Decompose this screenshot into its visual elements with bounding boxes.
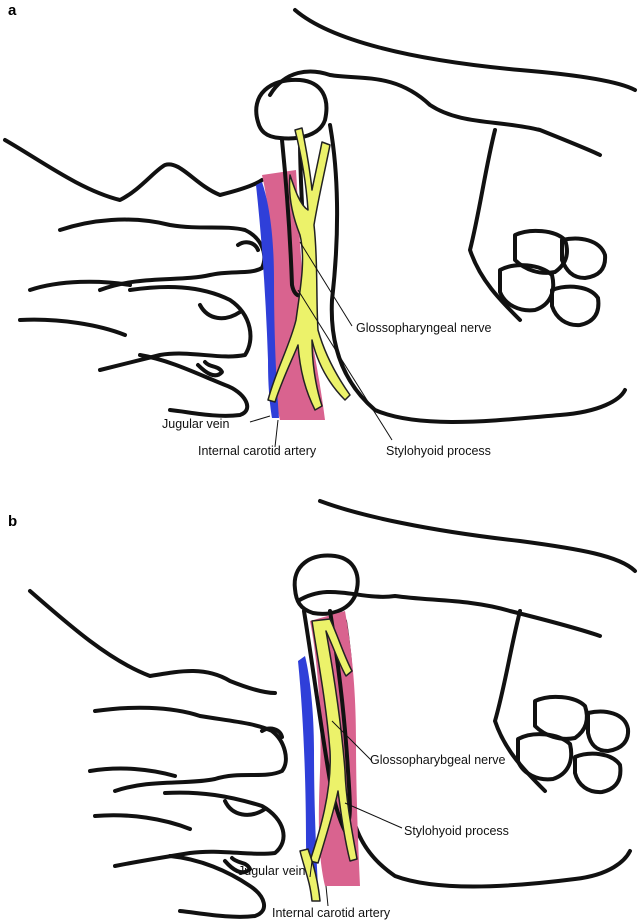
vertebra-1 [28,589,277,695]
panel-letter-a: a [8,2,17,19]
leader-jugular [249,415,271,423]
leader-carotid [274,419,279,448]
label-internal-carotid-artery: Internal carotid artery [272,906,391,920]
label-jugular-vein: Jugular vein [162,417,230,431]
vertebra-2 [58,217,267,292]
vertebra-facet-2 [223,799,267,817]
vertebra-facet-3 [196,360,224,378]
leader-glossopharyngeal [299,241,353,327]
label-jugular-vein: Jugular vein [238,864,306,878]
tooth-3 [498,263,556,313]
label-stylohyoid-process: Stylohyoid process [386,444,491,458]
vertebra-facet-3 [223,856,252,875]
cranial-base-outline [296,589,602,638]
leader-glossopharyngeal [331,720,373,762]
anatomy-drawing-b [28,499,637,919]
mandible-notch [468,128,522,322]
vertebra-facet-1 [236,240,260,252]
panel-letter-b: b [8,513,18,530]
figure-panel-a: a Glossopharyngeal nerve Jugular vein In… [3,2,637,458]
mastoid-outline [254,77,329,141]
label-glossopharyngeal-nerve: Glossopharyngeal nerve [356,321,492,335]
skull-outline [293,8,637,92]
vertebra-facet-1 [260,726,284,739]
tooth-1 [513,228,569,275]
mastoid-outline [292,553,360,616]
jugular-vein [256,182,279,418]
glossopharyngeal-nerve [267,127,351,411]
skull-outline [318,499,637,573]
label-glossopharyngeal-nerve: Glossopharybgeal nerve [370,753,506,767]
leader-carotid [325,885,329,907]
jugular-vein [298,656,318,886]
leader-stylohyoid [344,802,403,829]
vertebra-4 [18,317,250,418]
tooth-4 [573,751,623,795]
leader-stylohyoid [297,289,393,441]
figure-panel-b: b Glossopharybgeal nerve Jugular vein In… [0,461,640,922]
leader-jugular [309,860,313,878]
mandible-outline [328,123,627,424]
tooth-2 [560,236,608,280]
vertebra-1 [3,138,264,202]
label-stylohyoid-process: Stylohyoid process [404,824,509,838]
anatomy-drawing-a [3,8,637,448]
tooth-4 [550,284,601,328]
vertebra-2 [93,705,288,793]
tooth-3 [516,732,574,782]
vertebra-facet-2 [198,303,242,321]
label-internal-carotid-artery: Internal carotid artery [198,444,317,458]
vertebra-4 [93,813,266,919]
glossopharyngeal-nerve [309,618,358,864]
tooth-2 [586,709,631,753]
cranial-base-outline [268,69,602,157]
